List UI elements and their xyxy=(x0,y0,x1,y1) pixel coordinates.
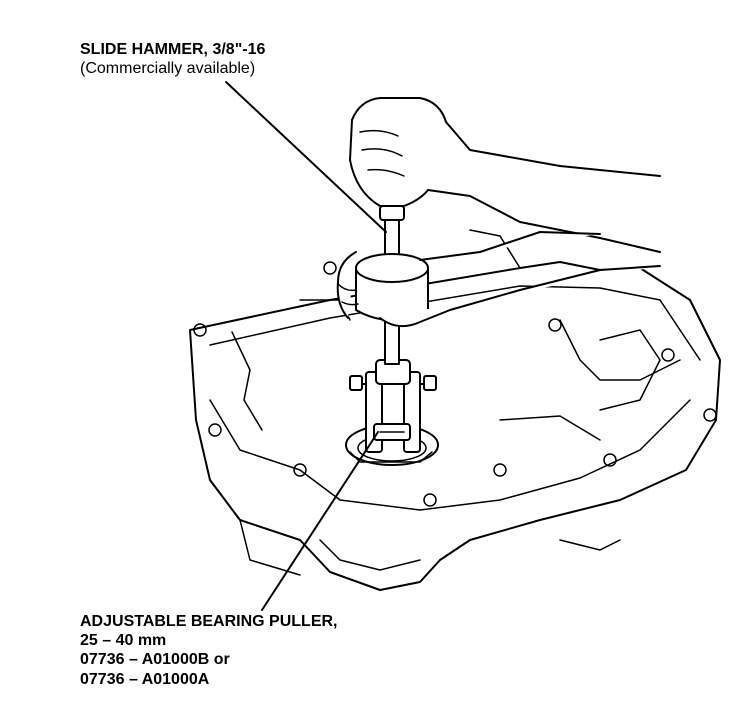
bearing-puller-part-2: 07736 – A01000A xyxy=(80,670,210,688)
transmission-case xyxy=(189,229,721,591)
bearing-puller-part-1: 07736 – A01000B or xyxy=(80,651,230,669)
bearing-puller-label: ADJUSTABLE BEARING PULLER, xyxy=(80,613,338,630)
slide-hammer-label: SLIDE HAMMER, 3/8"-16 xyxy=(80,41,266,58)
leader-lines xyxy=(225,81,387,611)
slide-hammer-callout: SLIDE HAMMER, 3/8"-16 (Commercially avai… xyxy=(80,40,265,78)
bearing-puller-tool xyxy=(349,359,437,453)
lower-hand xyxy=(336,231,661,328)
slide-hammer-note: (Commercially available) xyxy=(80,60,256,78)
bearing-puller-size: 25 – 40 mm xyxy=(80,632,167,650)
bearing-puller-callout: ADJUSTABLE BEARING PULLER, 25 – 40 mm 07… xyxy=(80,612,338,689)
upper-hand xyxy=(349,97,661,253)
slide-hammer-weight xyxy=(355,253,429,321)
bearing-puller-leader xyxy=(261,431,379,611)
slide-hammer-leader xyxy=(225,81,387,233)
